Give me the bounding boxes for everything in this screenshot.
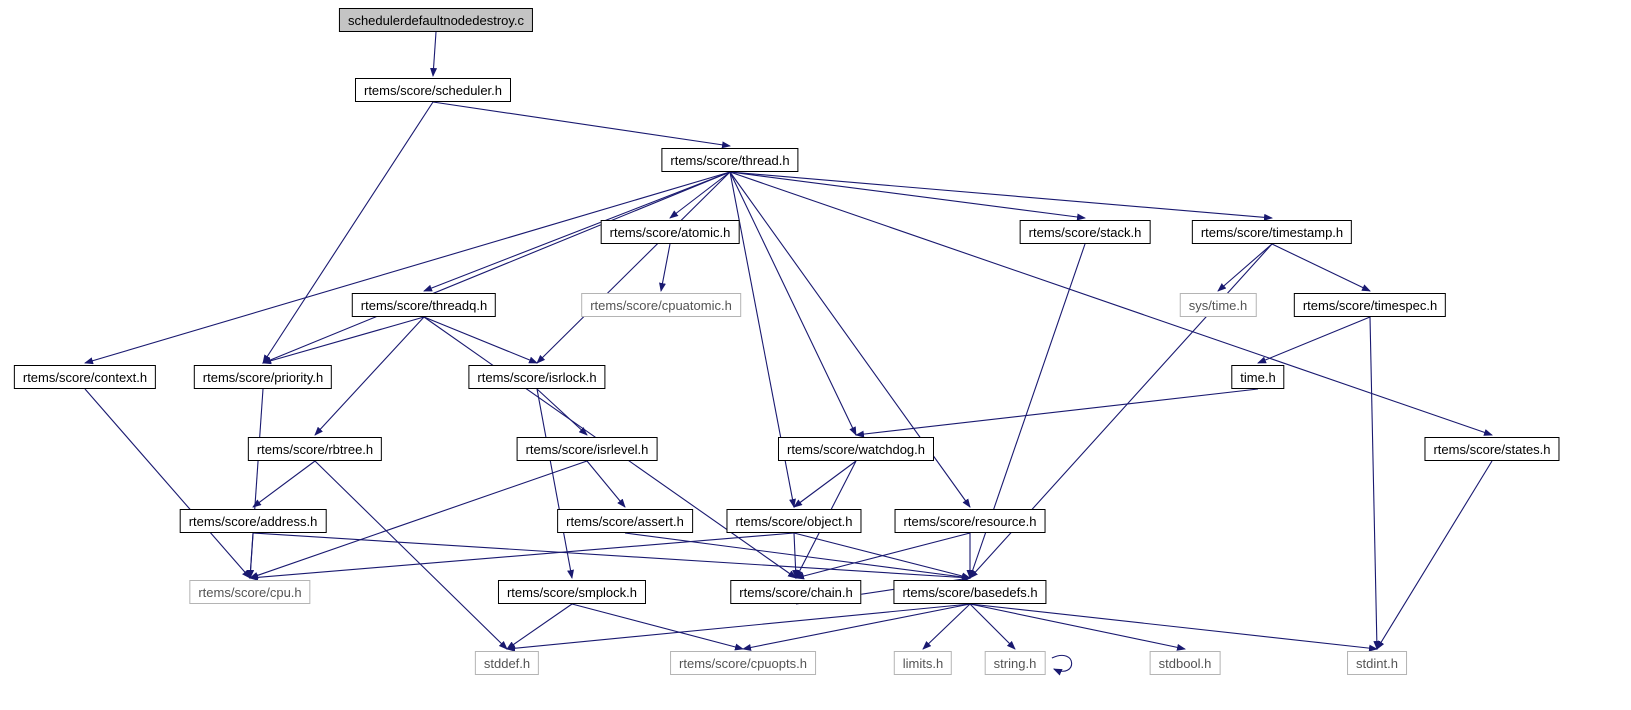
graph-node-rtems-score-isrlock.h[interactable]: rtems/score/isrlock.h [468, 365, 606, 389]
include-edge [506, 603, 573, 650]
graph-node-rtems-score-stack.h[interactable]: rtems/score/stack.h [1019, 220, 1151, 244]
graph-node-rtems-score-address.h[interactable]: rtems/score/address.h [179, 509, 327, 533]
include-edge [423, 316, 538, 364]
graph-node-rtems-score-timestamp.h[interactable]: rtems/score/timestamp.h [1191, 220, 1353, 244]
graph-node-rtems-score-rbtree.h[interactable]: rtems/score/rbtree.h [247, 437, 383, 461]
graph-node-rtems-score-chain.h[interactable]: rtems/score/chain.h [730, 580, 862, 604]
include-edge [432, 101, 731, 149]
graph-node-rtems-score-basedefs.h[interactable]: rtems/score/basedefs.h [893, 580, 1047, 604]
include-edge [262, 316, 425, 365]
graph-node-rtems-score-threadq.h[interactable]: rtems/score/threadq.h [351, 293, 497, 317]
graph-node-rtems-score-smplock.h[interactable]: rtems/score/smplock.h [497, 580, 647, 604]
include-edge [659, 243, 671, 292]
include-edge [969, 603, 1016, 650]
graph-node-time.h[interactable]: time.h [1231, 365, 1285, 389]
include-edge [262, 101, 434, 364]
include-edge [536, 388, 588, 436]
include-edge [571, 603, 744, 651]
graph-node-stdbool.h: stdbool.h [1149, 651, 1221, 675]
graph-node-rtems-score-assert.h[interactable]: rtems/score/assert.h [557, 509, 693, 533]
include-edge [729, 171, 857, 436]
graph-node-rtems-score-states.h[interactable]: rtems/score/states.h [1424, 437, 1560, 461]
graph-node-sys-time.h: sys/time.h [1179, 293, 1257, 317]
include-edge [969, 603, 1186, 651]
graph-node-stddef.h: stddef.h [474, 651, 540, 675]
include-edge [536, 388, 574, 579]
include-edge [1369, 316, 1381, 650]
include-edge [624, 532, 971, 581]
graph-node-rtems-score-object.h[interactable]: rtems/score/object.h [726, 509, 862, 533]
include-edge [1271, 243, 1371, 292]
edge-group [84, 31, 1493, 676]
include-edge [249, 460, 588, 579]
include-edge [793, 460, 857, 508]
include-edge [1217, 243, 1273, 292]
graph-node-string.h: string.h [984, 651, 1046, 675]
include-edge [314, 460, 508, 650]
include-edge [247, 532, 255, 579]
include-edge [536, 171, 731, 364]
include-edge [855, 388, 1259, 438]
include-edge [84, 171, 731, 365]
graph-node-rtems-score-scheduler.h[interactable]: rtems/score/scheduler.h [354, 78, 512, 102]
graph-node-schedulerdefaultnodedestroy.c: schedulerdefaultnodedestroy.c [338, 8, 534, 32]
include-edge [586, 460, 626, 508]
graph-node-rtems-score-cpuatomic.h: rtems/score/cpuatomic.h [581, 293, 741, 317]
graph-node-rtems-score-cpuopts.h: rtems/score/cpuopts.h [670, 651, 816, 675]
graph-node-rtems-score-atomic.h[interactable]: rtems/score/atomic.h [600, 220, 740, 244]
include-edge [249, 532, 795, 581]
include-edge [314, 316, 425, 436]
include-edge [506, 603, 971, 652]
include-edge [1051, 655, 1073, 676]
graph-node-rtems-score-context.h[interactable]: rtems/score/context.h [13, 365, 157, 389]
include-edge [792, 532, 800, 579]
include-edge [1257, 316, 1371, 364]
include-edge [252, 532, 971, 581]
include-edge [423, 171, 731, 292]
graph-node-limits.h: limits.h [893, 651, 953, 675]
include-edge [729, 171, 1493, 436]
graph-node-rtems-score-priority.h[interactable]: rtems/score/priority.h [193, 365, 333, 389]
graph-node-rtems-score-cpu.h: rtems/score/cpu.h [189, 580, 311, 604]
graph-node-rtems-score-resource.h[interactable]: rtems/score/resource.h [894, 509, 1046, 533]
include-edge [430, 31, 438, 77]
include-edge [669, 171, 731, 219]
include-edge [922, 603, 971, 650]
include-edge [729, 171, 1273, 221]
include-edge [252, 460, 316, 508]
include-edge [742, 603, 971, 651]
graph-node-stdint.h: stdint.h [1347, 651, 1407, 675]
include-edge [795, 532, 971, 580]
include-edge [84, 388, 251, 579]
graph-node-rtems-score-timespec.h[interactable]: rtems/score/timespec.h [1293, 293, 1447, 317]
graph-node-rtems-score-thread.h[interactable]: rtems/score/thread.h [661, 148, 799, 172]
include-edge [1376, 460, 1493, 650]
graph-node-rtems-score-isrlevel.h[interactable]: rtems/score/isrlevel.h [516, 437, 658, 461]
include-edge [262, 171, 731, 364]
include-edge [969, 603, 1378, 652]
include-edge [729, 171, 1086, 221]
graph-node-rtems-score-watchdog.h[interactable]: rtems/score/watchdog.h [777, 437, 935, 461]
